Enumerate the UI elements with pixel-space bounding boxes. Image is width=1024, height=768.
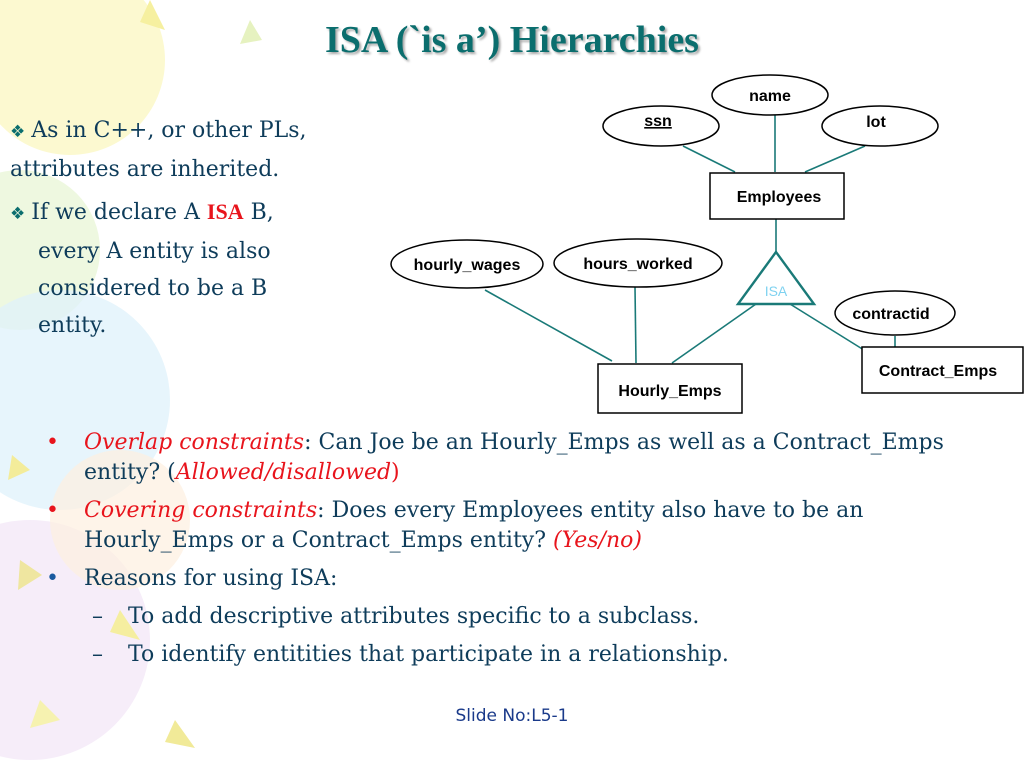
edge-lot-employees	[804, 145, 866, 173]
attribute-hours-worked: hours_worked	[553, 238, 723, 288]
er-diagram: name ssn lot Employees hourly_wages hour…	[390, 74, 1024, 414]
left-bullet-2-line3: considered to be a B	[38, 276, 268, 301]
attribute-lot-label: lot	[866, 114, 886, 131]
bullet-dot-icon: •	[46, 566, 59, 591]
left-bullet-2-line2: every A entity is also	[38, 239, 271, 264]
bullet-covering: • Covering constraints: Does every Emplo…	[46, 496, 1006, 556]
attribute-ssn-label: ssn	[644, 113, 672, 130]
left-bullet-1-text: As in C++, or other PLs, attributes are …	[10, 118, 307, 182]
attribute-name-label: name	[749, 88, 791, 105]
entity-contract-emps: Contract_Emps	[861, 346, 1024, 394]
entity-contract-emps-label: Contract_Emps	[879, 363, 997, 380]
bullet-covering-text: Covering constraints: Does every Employe…	[84, 496, 1006, 556]
attribute-hourly-wages-label: hourly_wages	[414, 257, 521, 274]
attribute-ssn: ssn	[602, 105, 720, 147]
attribute-name: name	[711, 74, 829, 116]
isa-triangle: ISA	[735, 249, 817, 306]
bullet-reasons: • Reasons for using ISA:	[46, 564, 1006, 594]
sub-bullet-2-text: To identify entitities that participate …	[128, 642, 729, 667]
sub-bullet-relationship: – To identify entitities that participat…	[92, 640, 1006, 670]
left-bullet-2-line4: entity.	[38, 313, 107, 338]
covering-text: : Does every Employees entity also have …	[84, 498, 864, 553]
constraint-bullets: • Overlap constraints: Can Joe be an Hou…	[46, 428, 1006, 678]
page-title: ISA (`is a’) Hierarchies	[325, 19, 699, 61]
dash-bullet-icon: –	[92, 642, 103, 667]
attribute-lot: lot	[821, 105, 939, 147]
left-bullet-inherited: ❖As in C++, or other PLs, attributes are…	[10, 112, 395, 188]
edge-ssn-employees	[682, 145, 736, 173]
isa-keyword: ISA	[206, 199, 244, 224]
isa-triangle-label: ISA	[765, 283, 788, 299]
attribute-hourly-wages: hourly_wages	[390, 239, 544, 289]
reasons-text: Reasons for using ISA:	[84, 566, 338, 591]
entity-hourly-emps: Hourly_Emps	[597, 363, 743, 414]
covering-italic: (Yes/no)	[553, 528, 642, 553]
diamond-bullet-icon: ❖	[10, 122, 26, 142]
sub-bullet-1-text: To add descriptive attributes specific t…	[128, 604, 700, 629]
covering-label: Covering constraints	[84, 498, 318, 523]
left-bullets: ❖As in C++, or other PLs, attributes are…	[10, 112, 395, 349]
overlap-label: Overlap constraints	[84, 430, 305, 455]
entity-employees-label: Employees	[737, 189, 822, 206]
overlap-italic: Allowed/disallowed	[175, 460, 392, 485]
left-bullet-2-pre: If we declare A	[31, 200, 207, 225]
left-bullet-2-post: B,	[243, 200, 274, 225]
left-bullet-isa: ❖If we declare A ISA B, every A entity i…	[10, 193, 395, 344]
bullet-dot-icon: •	[46, 430, 59, 455]
diamond-bullet-icon: ❖	[10, 204, 26, 224]
edge-hoursworked-hourly	[634, 286, 637, 364]
overlap-text: : Can Joe be an Hourly_Emps as well as a…	[84, 430, 944, 485]
bullet-overlap-text: Overlap constraints: Can Joe be an Hourl…	[84, 428, 1006, 488]
attribute-contractid-label: contractid	[852, 306, 929, 323]
overlap-close: )	[391, 460, 400, 485]
edge-hourlywages-hourly	[484, 289, 613, 362]
edge-isa-hourly	[671, 303, 757, 364]
bullet-overlap: • Overlap constraints: Can Joe be an Hou…	[46, 428, 1006, 488]
dash-bullet-icon: –	[92, 604, 103, 629]
slide-number: Slide No:L5-1	[455, 706, 569, 726]
entity-employees: Employees	[709, 172, 845, 220]
sub-bullet-attributes: – To add descriptive attributes specific…	[92, 602, 1006, 632]
entity-hourly-emps-label: Hourly_Emps	[618, 383, 721, 400]
bullet-dot-icon: •	[46, 498, 59, 523]
attribute-hours-worked-label: hours_worked	[583, 256, 692, 273]
attribute-contractid: contractid	[834, 290, 956, 336]
